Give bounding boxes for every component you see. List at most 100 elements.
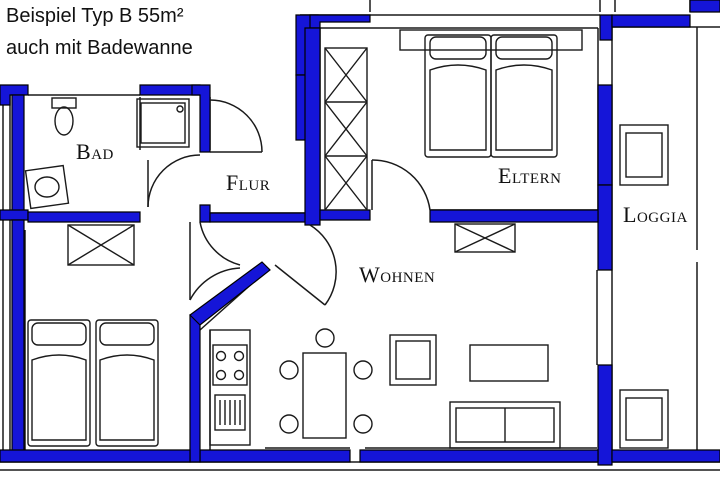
wardrobe-icon bbox=[324, 47, 368, 211]
kitchen-counter-icon bbox=[209, 329, 251, 446]
pillow-icon bbox=[429, 36, 487, 60]
sink-icon bbox=[214, 394, 246, 431]
wall-segment bbox=[139, 84, 201, 96]
wall-segment bbox=[0, 449, 191, 463]
wardrobe-cross bbox=[324, 47, 368, 211]
dresser-cross bbox=[454, 223, 516, 253]
blanket-icon bbox=[99, 354, 155, 441]
dining-table-icon bbox=[302, 352, 347, 439]
wall-segment bbox=[599, 14, 613, 41]
armchair-seat bbox=[395, 340, 431, 380]
room-label-rest: LTERN bbox=[511, 171, 562, 187]
room-label-loggia: LOGGIA bbox=[623, 202, 688, 228]
wall-segment bbox=[597, 84, 613, 186]
burner-icon bbox=[215, 369, 227, 381]
wall-segment bbox=[189, 261, 271, 326]
sink-icon bbox=[24, 164, 70, 210]
blanket-icon bbox=[31, 354, 87, 441]
room-label-initial: B bbox=[76, 139, 92, 164]
wall-segment bbox=[597, 364, 613, 466]
bathroom-fixtures bbox=[24, 97, 190, 210]
armchair-seat bbox=[625, 397, 663, 441]
room-label-initial: F bbox=[226, 170, 239, 195]
wall-segment bbox=[0, 209, 29, 221]
room-label-rest: OGGIA bbox=[636, 210, 688, 226]
furniture bbox=[27, 29, 669, 449]
bed-left-icon bbox=[424, 34, 492, 158]
wall-segment bbox=[611, 14, 691, 28]
door-swing bbox=[199, 221, 241, 266]
door-swing bbox=[371, 159, 431, 211]
wall-segment bbox=[209, 212, 311, 223]
room-label-initial: E bbox=[498, 163, 512, 188]
wall-segment bbox=[191, 84, 211, 153]
chair-icon bbox=[353, 414, 373, 434]
toilet-bowl-icon bbox=[54, 106, 74, 136]
room-label-initial: L bbox=[623, 202, 637, 227]
dresser-icon bbox=[454, 223, 516, 253]
blanket-icon bbox=[429, 64, 487, 151]
chair-icon bbox=[315, 328, 335, 348]
chair-icon bbox=[279, 414, 299, 434]
armchair-icon bbox=[389, 334, 437, 386]
armchair-icon bbox=[619, 389, 669, 449]
burner-icon bbox=[233, 350, 245, 362]
wall-segment bbox=[309, 14, 371, 29]
wall-segment bbox=[199, 204, 211, 223]
armchair-icon bbox=[619, 124, 669, 186]
bed-right-icon bbox=[490, 34, 558, 158]
shower-tray-inner bbox=[140, 102, 186, 144]
room-label-rest: LUR bbox=[238, 178, 271, 194]
wall-segment bbox=[429, 209, 599, 223]
dresser-cross bbox=[67, 224, 135, 266]
room-label-bad: BAD bbox=[76, 139, 114, 165]
room-label-rest: OHNEN bbox=[380, 270, 436, 286]
armchair-seat bbox=[625, 132, 663, 178]
room-label-wohnen: WOHNEN bbox=[359, 262, 435, 288]
bed-right-icon bbox=[95, 319, 159, 447]
pillow-icon bbox=[495, 36, 553, 60]
doors bbox=[147, 99, 431, 306]
door-swing bbox=[147, 154, 201, 208]
room-label-rest: AD bbox=[91, 147, 114, 163]
door-swing bbox=[209, 99, 263, 153]
door-swing bbox=[309, 224, 337, 306]
drainboard-icon bbox=[219, 400, 241, 425]
wall-segment bbox=[689, 0, 720, 13]
burner-icon bbox=[215, 350, 227, 362]
dresser-icon bbox=[67, 224, 135, 266]
pillow-icon bbox=[99, 322, 155, 346]
wall-segment bbox=[189, 314, 201, 463]
burner-icon bbox=[233, 369, 245, 381]
wall-segment bbox=[304, 27, 321, 226]
wall-segment bbox=[319, 209, 371, 221]
sink-basin-icon bbox=[34, 176, 60, 198]
sofa-icon bbox=[449, 401, 561, 449]
plan-subtitle: auch mit Badewanne bbox=[6, 37, 193, 59]
blanket-icon bbox=[495, 64, 553, 151]
wall-segment bbox=[11, 219, 25, 461]
door-leaf bbox=[274, 264, 326, 306]
chair-icon bbox=[353, 360, 373, 380]
room-label-eltern: ELTERN bbox=[498, 163, 561, 189]
wall-segment bbox=[199, 449, 351, 463]
room-label-initial: W bbox=[359, 262, 381, 287]
wall-segment bbox=[611, 449, 720, 463]
walls bbox=[0, 0, 720, 466]
plan-title: Beispiel Typ B 55m² bbox=[6, 5, 184, 27]
toilet-tank-icon bbox=[51, 97, 77, 109]
door-swing bbox=[189, 267, 241, 301]
pillow-icon bbox=[31, 322, 87, 346]
shower-tray-icon bbox=[136, 98, 190, 148]
wall-segment bbox=[11, 94, 25, 221]
stove-icon bbox=[212, 344, 248, 386]
chair-icon bbox=[279, 360, 299, 380]
coffee-table-icon bbox=[469, 344, 549, 382]
wall-segment bbox=[27, 211, 141, 223]
room-label-flur: FLUR bbox=[226, 170, 270, 196]
bed-left-icon bbox=[27, 319, 91, 447]
wall-segment bbox=[359, 449, 599, 463]
shower-drain-icon bbox=[176, 105, 184, 113]
wall-segment bbox=[597, 184, 613, 271]
